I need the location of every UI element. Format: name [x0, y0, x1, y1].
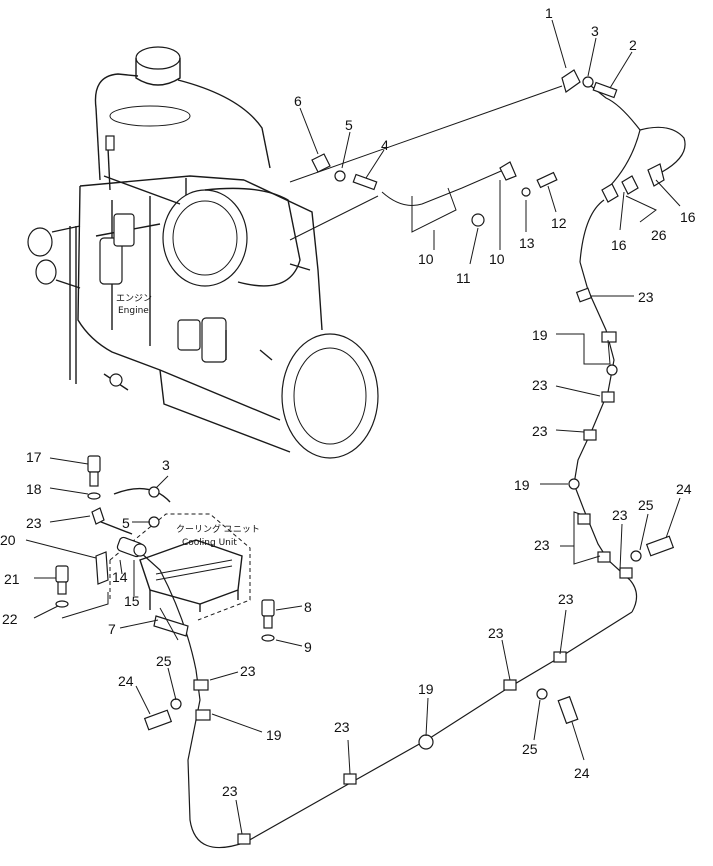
callout-23-f: 23 — [558, 591, 574, 607]
callout-9: 9 — [304, 639, 312, 655]
callout-10-left: 10 — [418, 251, 434, 267]
callout-25-c: 25 — [156, 653, 172, 669]
callout-18: 18 — [26, 481, 42, 497]
callout-23-d: 23 — [612, 507, 628, 523]
callout-23-cu: 23 — [26, 515, 42, 531]
callout-24-b: 24 — [574, 765, 590, 781]
callout-11: 11 — [456, 270, 471, 286]
callout-16-right: 16 — [680, 209, 696, 225]
cooling-label-en: Cooling Unit — [182, 538, 237, 548]
callout-19-a: 19 — [532, 327, 548, 343]
callout-23-c: 23 — [532, 423, 548, 439]
callout-3: 3 — [591, 23, 599, 39]
callout-24-c: 24 — [118, 673, 134, 689]
callout-23-j: 23 — [240, 663, 256, 679]
callout-26: 26 — [651, 227, 667, 243]
cooling-label-jp: クーリング ユニット — [176, 523, 260, 535]
leader-lines — [25, 19, 681, 835]
callout-23-i: 23 — [222, 783, 238, 799]
engine-label-en: Engine — [118, 306, 149, 316]
callout-19-c: 19 — [418, 681, 434, 697]
callout-5-cu: 5 — [122, 515, 130, 531]
callout-21: 21 — [4, 571, 20, 587]
callout-23-a: 23 — [638, 289, 654, 305]
engine-drawing: エンジン Engine — [27, 46, 379, 459]
tube-clips — [193, 287, 633, 845]
callout-15: 15 — [124, 593, 140, 609]
callout-25-a: 25 — [638, 497, 654, 513]
callout-6: 6 — [294, 93, 302, 109]
callout-25-b: 25 — [522, 741, 538, 757]
callout-19-b: 19 — [514, 477, 530, 493]
callout-23-g: 23 — [488, 625, 504, 641]
part-number-labels: 1 3 2 6 5 4 1 10 11 10 13 12 16 26 16 23… — [0, 5, 696, 799]
upper-fittings — [311, 69, 665, 227]
callout-19-d: 19 — [266, 727, 282, 743]
callout-20: 20 — [0, 532, 16, 548]
callout-16-left: 16 — [611, 237, 627, 253]
callout-5: 5 — [345, 117, 353, 133]
callout-14: 14 — [112, 569, 128, 585]
callout-23-e: 23 — [534, 537, 550, 553]
callout-13: 13 — [519, 235, 535, 251]
callout-10-right: 10 — [489, 251, 505, 267]
bolts-right — [143, 535, 675, 731]
callout-23-b: 23 — [532, 377, 548, 393]
callout-8: 8 — [304, 599, 312, 615]
callout-12: 12 — [551, 215, 567, 231]
engine-label-jp: エンジン — [116, 294, 152, 304]
cooling-unit-drawing: クーリング ユニット Cooling Unit — [55, 455, 275, 642]
callout-7: 7 — [108, 621, 116, 637]
callout-3-cu: 3 — [162, 457, 170, 473]
callout-4: 4 — [381, 137, 389, 153]
callout-1: 1 — [545, 5, 553, 21]
callout-23-h: 23 — [334, 719, 350, 735]
callout-2: 2 — [629, 37, 637, 53]
callout-22: 22 — [2, 611, 18, 627]
callout-17: 17 — [26, 449, 42, 465]
callout-24-a: 24 — [676, 481, 692, 497]
